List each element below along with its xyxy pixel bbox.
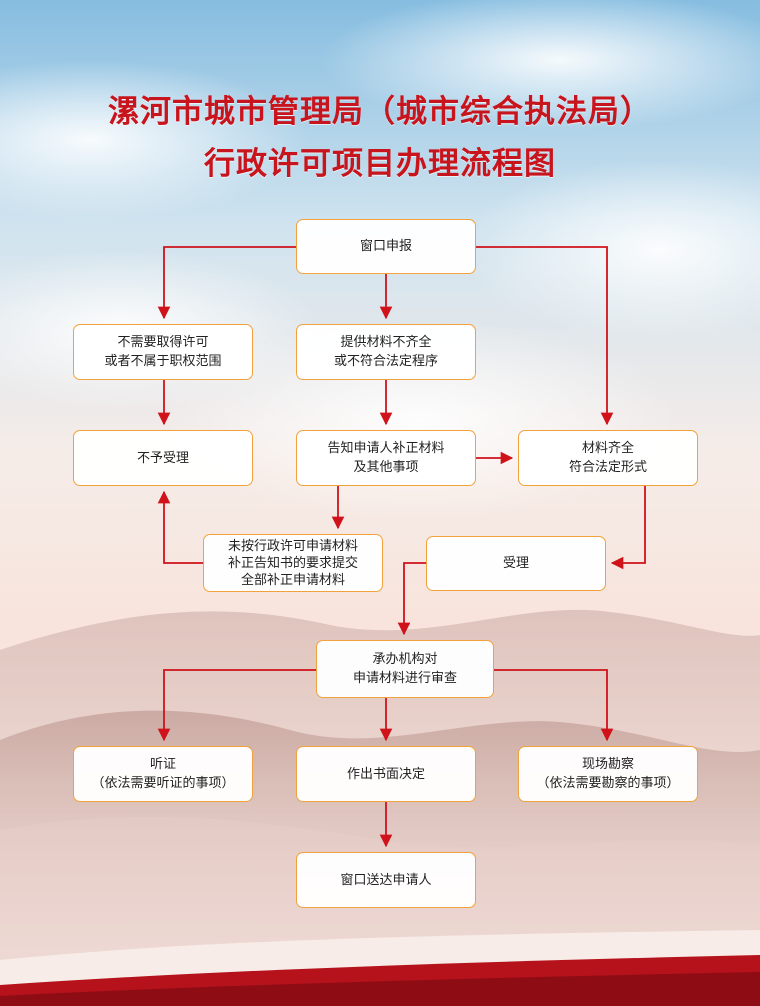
node-review-line1: 承办机构对 <box>372 652 438 667</box>
node-window-submit-text: 窗口申报 <box>359 239 412 254</box>
node-incomplete: 提供材料不齐全 或不符合法定程序 <box>296 324 476 380</box>
title-line-2: 行政许可项目办理流程图 <box>204 146 556 182</box>
node-notify-supplement: 告知申请人补正材料 及其他事项 <box>296 430 476 486</box>
node-hearing-line2: （依法需要听证的事项） <box>91 776 235 791</box>
node-notify-supplement-line2: 及其他事项 <box>353 460 419 475</box>
node-window-submit: 窗口申报 <box>296 219 476 274</box>
arrow-submit-to-complete <box>476 246 614 426</box>
node-review: 承办机构对 申请材料进行审查 <box>316 640 494 698</box>
node-not-supplemented: 未按行政许可申请材料 补正告知书的要求提交 全部补正申请材料 <box>203 534 383 592</box>
node-complete-line2: 符合法定形式 <box>568 460 647 475</box>
node-reject: 不予受理 <box>73 430 253 486</box>
arrow-review-to-hearing <box>157 669 316 742</box>
arrow-accept-to-review <box>397 562 426 636</box>
node-reject-text: 不予受理 <box>136 450 189 466</box>
node-not-supplemented-line1: 未按行政许可申请材料 <box>227 538 358 554</box>
node-not-required: 不需要取得许可 或者不属于职权范围 <box>73 324 253 380</box>
node-accept: 受理 <box>426 536 606 591</box>
title-line-1: 漯河市城市管理局（城市综合执法局） <box>108 94 652 130</box>
node-inspection: 现场勘察 （依法需要勘察的事项） <box>518 746 698 802</box>
node-incomplete-line2: 或不符合法定程序 <box>333 354 438 369</box>
node-not-required-line2: 或者不属于职权范围 <box>104 354 222 369</box>
node-notify-supplement-line1: 告知申请人补正材料 <box>327 441 445 456</box>
node-not-supplemented-line2: 补正告知书的要求提交 <box>227 555 358 571</box>
node-decision-text: 作出书面决定 <box>346 766 425 782</box>
node-review-line2: 申请材料进行审查 <box>352 671 457 686</box>
node-decision: 作出书面决定 <box>296 746 476 802</box>
node-hearing: 听证 （依法需要听证的事项） <box>73 746 253 802</box>
node-not-required-line1: 不需要取得许可 <box>117 335 209 350</box>
node-incomplete-line1: 提供材料不齐全 <box>340 335 432 350</box>
node-complete: 材料齐全 符合法定形式 <box>518 430 698 486</box>
node-inspection-line2: （依法需要勘察的事项） <box>536 776 680 791</box>
node-accept-text: 受理 <box>502 556 529 571</box>
arrow-review-to-inspection <box>494 669 614 742</box>
node-deliver: 窗口送达申请人 <box>296 852 476 908</box>
arrow-complete-to-accept <box>610 486 646 570</box>
node-deliver-text: 窗口送达申请人 <box>340 872 432 888</box>
node-complete-line1: 材料齐全 <box>581 441 634 456</box>
arrow-submit-to-not-required <box>157 246 296 320</box>
node-not-supplemented-line3: 全部补正申请材料 <box>240 572 345 588</box>
arrow-not-supplemented-to-reject <box>157 490 203 564</box>
node-hearing-line1: 听证 <box>149 757 176 772</box>
node-inspection-line1: 现场勘察 <box>581 757 634 772</box>
